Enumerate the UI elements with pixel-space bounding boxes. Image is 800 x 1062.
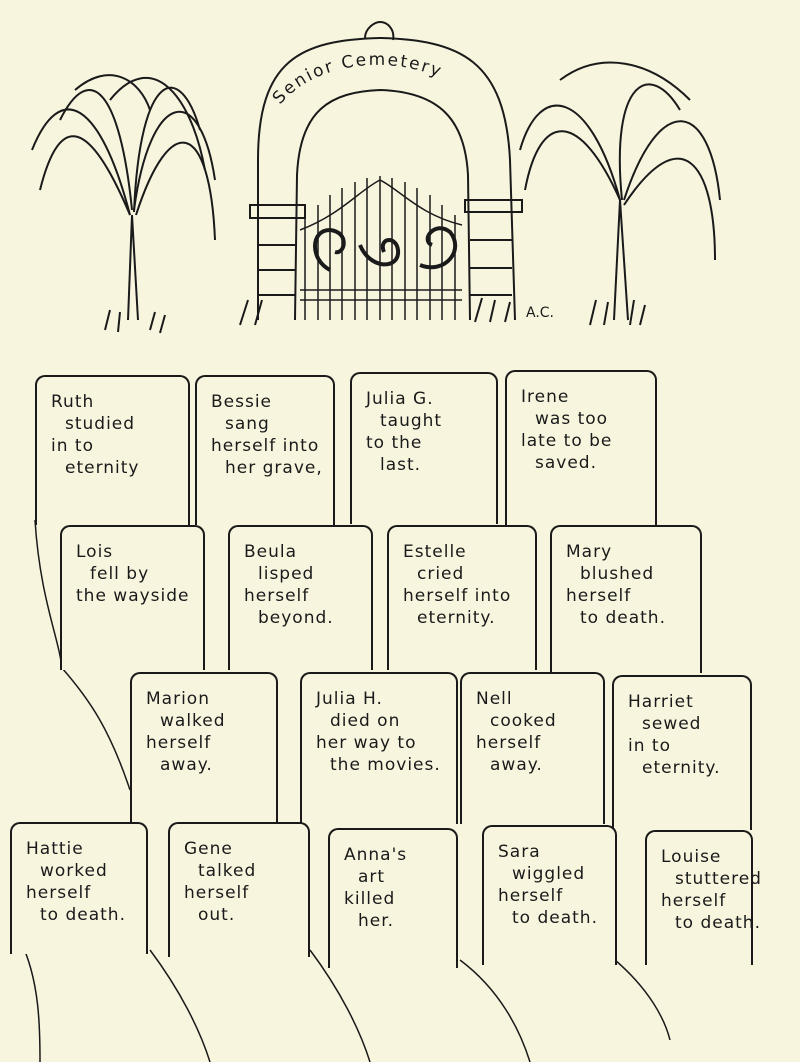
epitaph-line: saved.: [535, 453, 597, 473]
epitaph-line: herself into: [403, 586, 512, 606]
epitaph-line: last.: [380, 455, 422, 475]
epitaph-line: art: [358, 867, 386, 887]
epitaph-line: herself: [476, 733, 542, 753]
epitaph-line: to death.: [675, 913, 761, 933]
epitaph-line: to the: [366, 433, 423, 453]
epitaph-line: Louise: [661, 847, 722, 867]
epitaph-line: lisped: [258, 564, 315, 584]
epitaph-line: blushed: [580, 564, 655, 584]
epitaph-line: Harriet: [628, 692, 694, 712]
epitaph-line: out.: [198, 905, 236, 925]
artist-signature: A.C.: [526, 305, 555, 321]
epitaph-line: Irene: [521, 387, 570, 407]
epitaph-line: in to: [51, 436, 94, 456]
epitaph-line: cooked: [490, 711, 557, 731]
epitaph-line: eternity.: [642, 758, 721, 778]
epitaph-line: the wayside: [76, 586, 190, 606]
epitaph-line: cried: [417, 564, 465, 584]
epitaph-line: sang: [225, 414, 270, 434]
epitaph-line: worked: [40, 861, 108, 881]
cemetery-gate: Senior Cemetery: [239, 20, 523, 326]
epitaph-line: away.: [490, 755, 543, 775]
epitaph-line: Lois: [76, 542, 114, 562]
epitaph-line: Estelle: [403, 542, 467, 562]
epitaph-line: to death.: [580, 608, 666, 628]
epitaph-line: Bessie: [211, 392, 273, 412]
epitaph-line: herself: [661, 891, 727, 911]
epitaph-line: herself: [244, 586, 310, 606]
epitaph-line: killed: [344, 889, 396, 909]
epitaph-line: fell by: [90, 564, 150, 584]
willow-tree-right: [519, 61, 721, 326]
epitaph-line: her.: [358, 911, 395, 931]
epitaph-line: was too: [535, 409, 609, 429]
epitaph-line: herself into: [211, 436, 320, 456]
svg-text:Senior Cemetery: Senior Cemetery: [269, 50, 446, 108]
epitaph-line: died on: [330, 711, 401, 731]
epitaph-line: the movies.: [330, 755, 441, 775]
epitaph-line: to death.: [40, 905, 126, 925]
epitaph-line: Marion: [146, 689, 210, 709]
epitaph-line: Mary: [566, 542, 613, 562]
epitaph-line: Nell: [476, 689, 513, 709]
epitaph-line: herself: [26, 883, 92, 903]
epitaph-line: Julia H.: [316, 689, 383, 709]
epitaph-line: herself: [566, 586, 632, 606]
cemetery-title: Senior Cemetery: [269, 50, 444, 108]
epitaph-line: Sara: [498, 842, 541, 862]
epitaph-line: herself: [184, 883, 250, 903]
epitaph-line: away.: [160, 755, 213, 775]
epitaph-line: Ruth: [51, 392, 95, 412]
epitaph-line: Gene: [184, 839, 233, 859]
epitaph-line: walked: [160, 711, 226, 731]
epitaph-line: herself: [498, 886, 564, 906]
epitaph-line: Hattie: [26, 839, 84, 859]
epitaph-line: Anna's: [344, 845, 408, 865]
epitaph-line: wiggled: [512, 864, 586, 884]
epitaph-line: her grave,: [225, 458, 323, 478]
epitaph-line: herself: [146, 733, 212, 753]
epitaph-line: stuttered: [675, 869, 762, 889]
epitaph-line: talked: [198, 861, 257, 881]
epitaph-line: taught: [380, 411, 443, 431]
epitaph-line: late to be: [521, 431, 613, 451]
willow-tree-left: [31, 74, 216, 334]
epitaph-line: Beula: [244, 542, 298, 562]
epitaph-line: Julia G.: [366, 389, 434, 409]
epitaph-line: studied: [65, 414, 136, 434]
epitaph-line: to death.: [512, 908, 598, 928]
epitaph-line: sewed: [642, 714, 702, 734]
epitaph-line: eternity: [65, 458, 140, 478]
epitaph-line: beyond.: [258, 608, 334, 628]
epitaph-line: in to: [628, 736, 671, 756]
epitaph-line: eternity.: [417, 608, 496, 628]
epitaph-line: her way to: [316, 733, 417, 753]
